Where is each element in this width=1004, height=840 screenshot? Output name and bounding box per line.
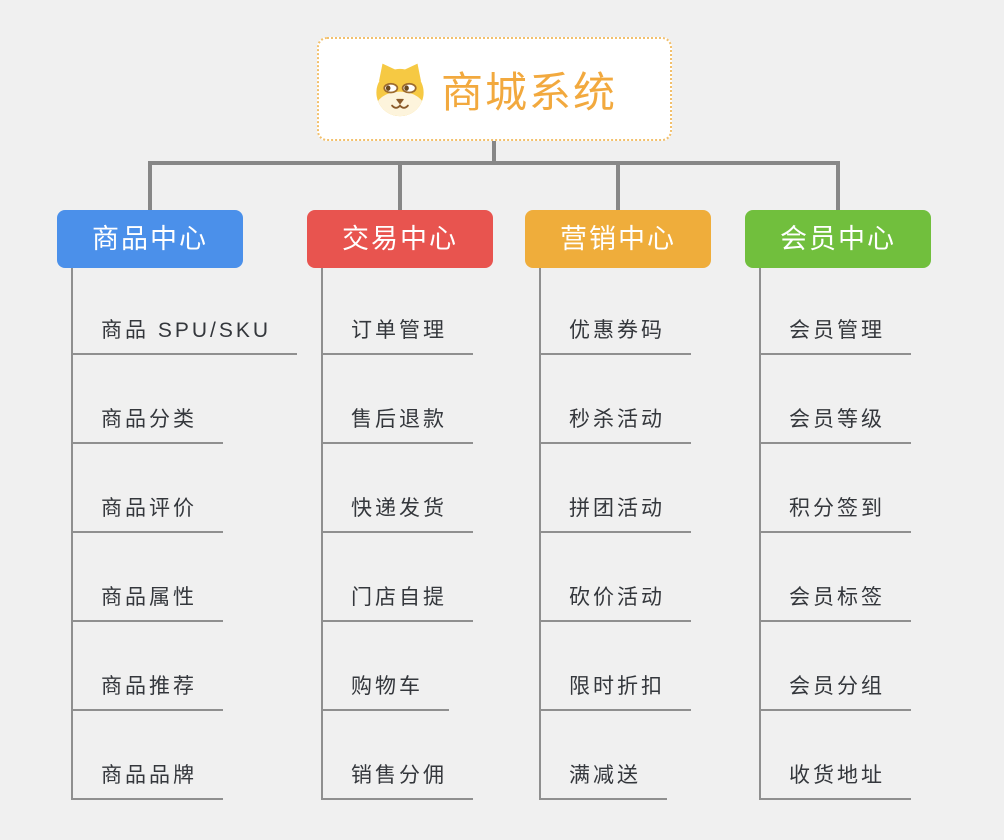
topic-item[interactable]: 会员管理 xyxy=(759,266,911,355)
connector-drop-product xyxy=(148,161,152,210)
topic-item[interactable]: 会员等级 xyxy=(759,355,911,444)
topic-item[interactable]: 限时折扣 xyxy=(539,622,691,711)
topic-item[interactable]: 订单管理 xyxy=(321,266,473,355)
topic-item[interactable]: 优惠券码 xyxy=(539,266,691,355)
topic-item[interactable]: 砍价活动 xyxy=(539,533,691,622)
dog-face-icon xyxy=(372,61,428,117)
topic-column-member: 会员管理 会员等级 积分签到 会员标签 会员分组 收货地址 xyxy=(759,266,911,800)
topic-item[interactable]: 商品分类 xyxy=(71,355,223,444)
branch-marketing-center[interactable]: 营销中心 xyxy=(525,210,711,268)
connector-bus xyxy=(148,161,840,165)
connector-drop-member xyxy=(836,161,840,210)
topic-item[interactable]: 购物车 xyxy=(321,622,449,711)
branch-product-center[interactable]: 商品中心 xyxy=(57,210,243,268)
connector-root-stem xyxy=(492,141,496,163)
topic-item[interactable]: 拼团活动 xyxy=(539,444,691,533)
topic-item[interactable]: 售后退款 xyxy=(321,355,473,444)
topic-item[interactable]: 满减送 xyxy=(539,711,667,800)
topic-item[interactable]: 销售分佣 xyxy=(321,711,473,800)
topic-item[interactable]: 商品评价 xyxy=(71,444,223,533)
topic-column-marketing: 优惠券码 秒杀活动 拼团活动 砍价活动 限时折扣 满减送 xyxy=(539,266,691,800)
topic-item[interactable]: 商品 SPU/SKU xyxy=(71,266,298,355)
topic-item[interactable]: 商品推荐 xyxy=(71,622,223,711)
topic-item[interactable]: 快递发货 xyxy=(321,444,473,533)
root-node-mall-system[interactable]: 商城系统 xyxy=(317,37,672,141)
branch-spine-product xyxy=(71,268,73,800)
connector-drop-marketing xyxy=(616,161,620,210)
topic-item[interactable]: 会员标签 xyxy=(759,533,911,622)
root-title: 商城系统 xyxy=(440,68,617,116)
branch-spine-marketing xyxy=(539,268,541,800)
topic-column-trade: 订单管理 售后退款 快递发货 门店自提 购物车 销售分佣 xyxy=(321,266,473,800)
branch-member-center[interactable]: 会员中心 xyxy=(745,210,931,268)
topic-item[interactable]: 收货地址 xyxy=(759,711,911,800)
topic-item[interactable]: 门店自提 xyxy=(321,533,473,622)
topic-item[interactable]: 会员分组 xyxy=(759,622,911,711)
connector-drop-trade xyxy=(398,161,402,210)
topic-column-product: 商品 SPU/SKU 商品分类 商品评价 商品属性 商品推荐 商品品牌 xyxy=(71,266,298,800)
topic-item[interactable]: 积分签到 xyxy=(759,444,911,533)
branch-trade-center[interactable]: 交易中心 xyxy=(307,210,493,268)
topic-item[interactable]: 商品品牌 xyxy=(71,711,223,800)
topic-item[interactable]: 秒杀活动 xyxy=(539,355,691,444)
branch-spine-member xyxy=(759,268,761,800)
topic-item[interactable]: 商品属性 xyxy=(71,533,223,622)
branch-spine-trade xyxy=(321,268,323,800)
